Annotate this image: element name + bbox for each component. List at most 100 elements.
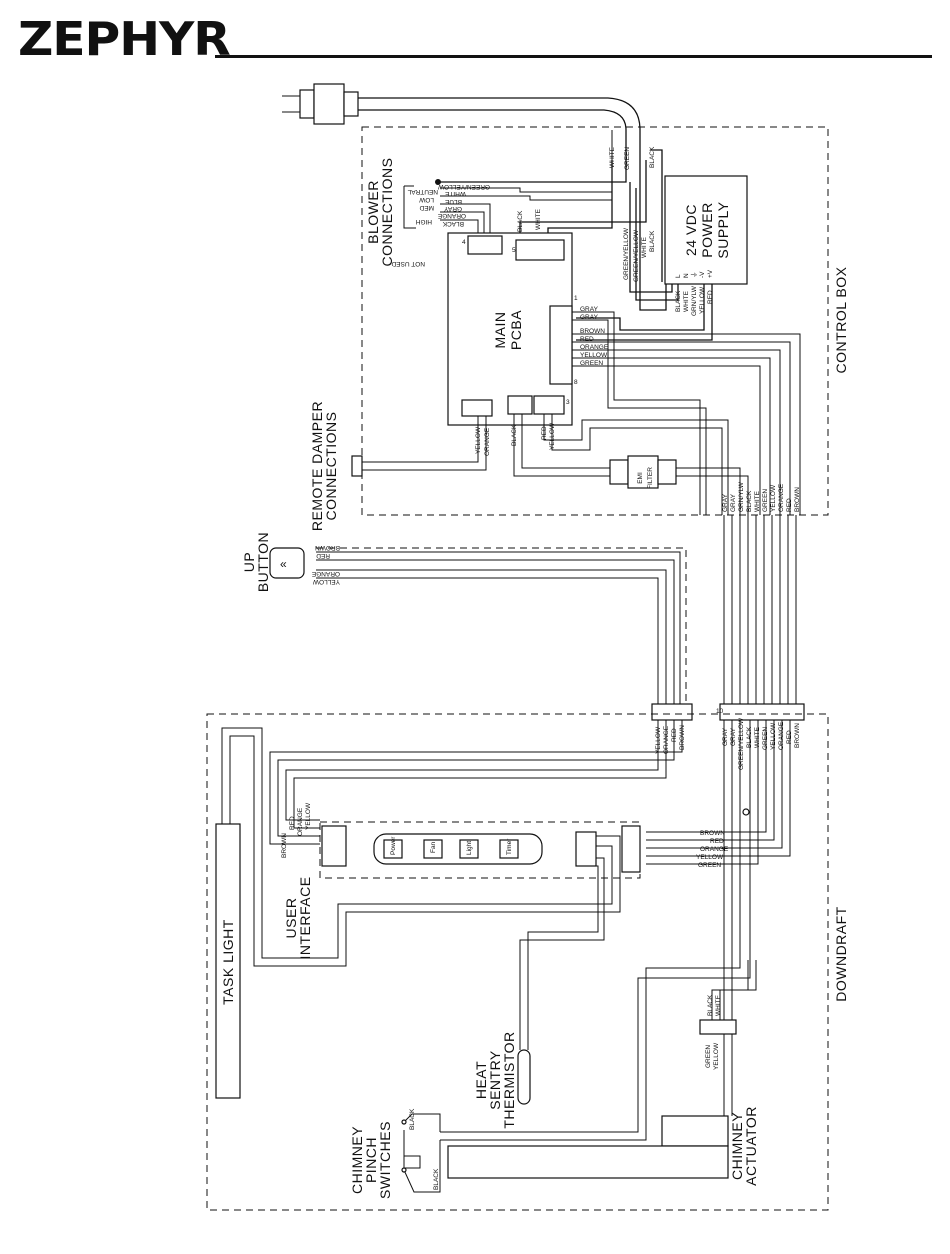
supply-out-3: YELLOW — [699, 286, 706, 314]
emi-label-1: EMI — [637, 472, 644, 484]
pin-h: 3 — [566, 399, 570, 406]
heat-label-2: SENTRY — [487, 1050, 503, 1110]
pinch-wire-1: BLACK — [433, 1168, 440, 1190]
main-harness: 10 — [716, 515, 805, 721]
pinch-wire-0: BLACK — [409, 1108, 416, 1130]
act-wire-1: WHITE — [715, 994, 722, 1016]
downdraft-wires — [221, 720, 791, 1141]
terminal-pos: +V — [707, 269, 714, 278]
terminal-n: N — [683, 273, 690, 278]
fan-button[interactable] — [423, 839, 443, 859]
blower-wire-5: BLACK — [442, 220, 464, 227]
act-wire-2: GREEN — [705, 1045, 712, 1068]
pcba-bottom-0: YELLOW — [475, 426, 482, 454]
pin-a: 4 — [462, 239, 466, 246]
pcba-right-5: YELLOW — [580, 352, 608, 359]
fan-button-label: Fan — [430, 841, 437, 853]
downdraft-label: DOWNDRAFT — [833, 906, 849, 1002]
supply-out-2: GRN/YLW — [691, 285, 698, 316]
pcba-conn-ac — [507, 395, 533, 415]
emi-label-2: FILTER — [647, 467, 654, 489]
pcba-conn-aux — [533, 395, 565, 415]
power-button[interactable] — [383, 839, 403, 859]
downdraft-border — [206, 713, 829, 1211]
damper-label-2: CONNECTIONS — [323, 412, 339, 521]
remote-damper: REMOTE DAMPER CONNECTIONS — [309, 401, 363, 531]
power-supply-line-3: SUPPLY — [715, 201, 731, 258]
act-wire-0: BLACK — [707, 994, 714, 1016]
pcba-conn-damper — [461, 399, 493, 417]
ui-right-1: RED — [710, 838, 724, 845]
harness-pin-10: 10 — [716, 708, 724, 715]
heat-label-3: THERMISTOR — [501, 1031, 517, 1128]
light-button[interactable] — [459, 839, 479, 859]
pcba-bottom-wires: YELLOW ORANGE BLACK RED YELLOW — [362, 414, 729, 515]
up-wire-2: ORANGE — [311, 570, 340, 577]
cord-black-label: BLACK — [649, 146, 656, 168]
supply-out-1: WHITE — [683, 290, 690, 312]
ui-right-3: YELLOW — [696, 854, 724, 861]
pcba-right-2: BROWN — [580, 328, 605, 335]
speed-low: LOW — [418, 196, 434, 203]
pcba-conn-power — [515, 239, 565, 261]
cord-green-label: GREEN — [624, 147, 631, 170]
user-interface: USER INTERFACE Power Fan Light Timer BRO… — [281, 802, 729, 959]
timer-button[interactable] — [499, 839, 519, 859]
hcb-9: BROWN — [794, 487, 801, 512]
ui-right-4: GREEN — [698, 862, 721, 869]
blower-wire-4: ORANGE — [437, 212, 466, 219]
hcb-3: BLACK — [746, 490, 753, 512]
pcba-label-1: MAIN — [492, 312, 508, 349]
terminal-ground: ⏚ — [690, 272, 698, 279]
blower-label-2: CONNECTIONS — [379, 158, 395, 267]
pcba-bottom-1: ORANGE — [484, 427, 491, 456]
pcba-top-white: WHITE — [535, 208, 542, 230]
pcba-right-wires: GRAY GRAY BROWN RED ORANGE YELLOW GREEN — [572, 306, 801, 515]
pcba-right-3: RED — [580, 336, 594, 343]
hdd-0: GRAY — [722, 727, 729, 746]
task-light: TASK LIGHT — [215, 823, 241, 1099]
act-wire-3: YELLOW — [713, 1042, 720, 1070]
blower-label-1: BLOWER — [365, 180, 381, 244]
speed-med: MED — [419, 204, 434, 211]
hdd-1: GRAY — [730, 727, 737, 746]
hdd-2: GREEN/YELLOW — [738, 717, 745, 770]
hcb-2: GRN/YLW — [738, 481, 745, 512]
supply-in-label-3: BLACK — [649, 230, 656, 252]
control-box-border — [361, 126, 829, 516]
ui-left-1: RED — [289, 816, 296, 830]
blower-wire-3: GRAY — [443, 205, 462, 212]
harness-dd-labels: GRAY GRAY GREEN/YELLOW BLACK WHITE GREEN… — [722, 717, 801, 816]
actuator-label-1: CHIMNEY — [729, 1112, 745, 1180]
blower-wire-2: BLUE — [444, 198, 462, 205]
up-wire-0: BROWN — [315, 544, 340, 551]
supply-in-label-1: GREEN/YELLOW — [633, 229, 640, 282]
supply-in-label-0: GREEN/YELLOW — [623, 227, 630, 280]
header-rule — [215, 55, 932, 58]
emi-filter: EMI FILTER — [609, 455, 749, 515]
zephyr-logo: ZEPHYR — [18, 12, 231, 66]
up-wire-3: YELLOW — [312, 578, 340, 585]
ui-right-2: ORANGE — [700, 846, 729, 853]
up-label-2: BUTTON — [255, 532, 271, 592]
power-supply-line-2: POWER — [699, 202, 715, 257]
terminal-neg: -V — [699, 271, 706, 278]
ui-label-2: INTERFACE — [297, 876, 313, 959]
speed-high: HIGH — [415, 218, 432, 225]
pcba-right-6: GREEN — [580, 360, 603, 367]
ui-right-0: BROWN — [700, 830, 725, 837]
cord-white-label: WHITE — [609, 146, 616, 168]
power-supply-line-1: 24 VDC — [683, 204, 699, 256]
up-button: UP BUTTON « BROWN RED ORANGE YELLOW — [241, 532, 693, 721]
pcba-bottom-2: BLACK — [511, 424, 518, 446]
up-chevron-icon[interactable]: « — [280, 557, 287, 571]
pcba-right-1: GRAY — [580, 314, 599, 321]
ui-left-2: ORANGE — [297, 807, 304, 836]
up-wire-1: RED — [316, 552, 330, 559]
chimney-pinch-switches: CHIMNEY PINCH SWITCHES BLACK BLACK — [349, 1108, 441, 1199]
blower-wire-1: WHITE — [444, 190, 466, 197]
hcb-0: GRAY — [722, 493, 729, 512]
harness-cb-labels: GRAY GRAY GRN/YLW BLACK WHITE GREEN YELL… — [722, 481, 801, 512]
